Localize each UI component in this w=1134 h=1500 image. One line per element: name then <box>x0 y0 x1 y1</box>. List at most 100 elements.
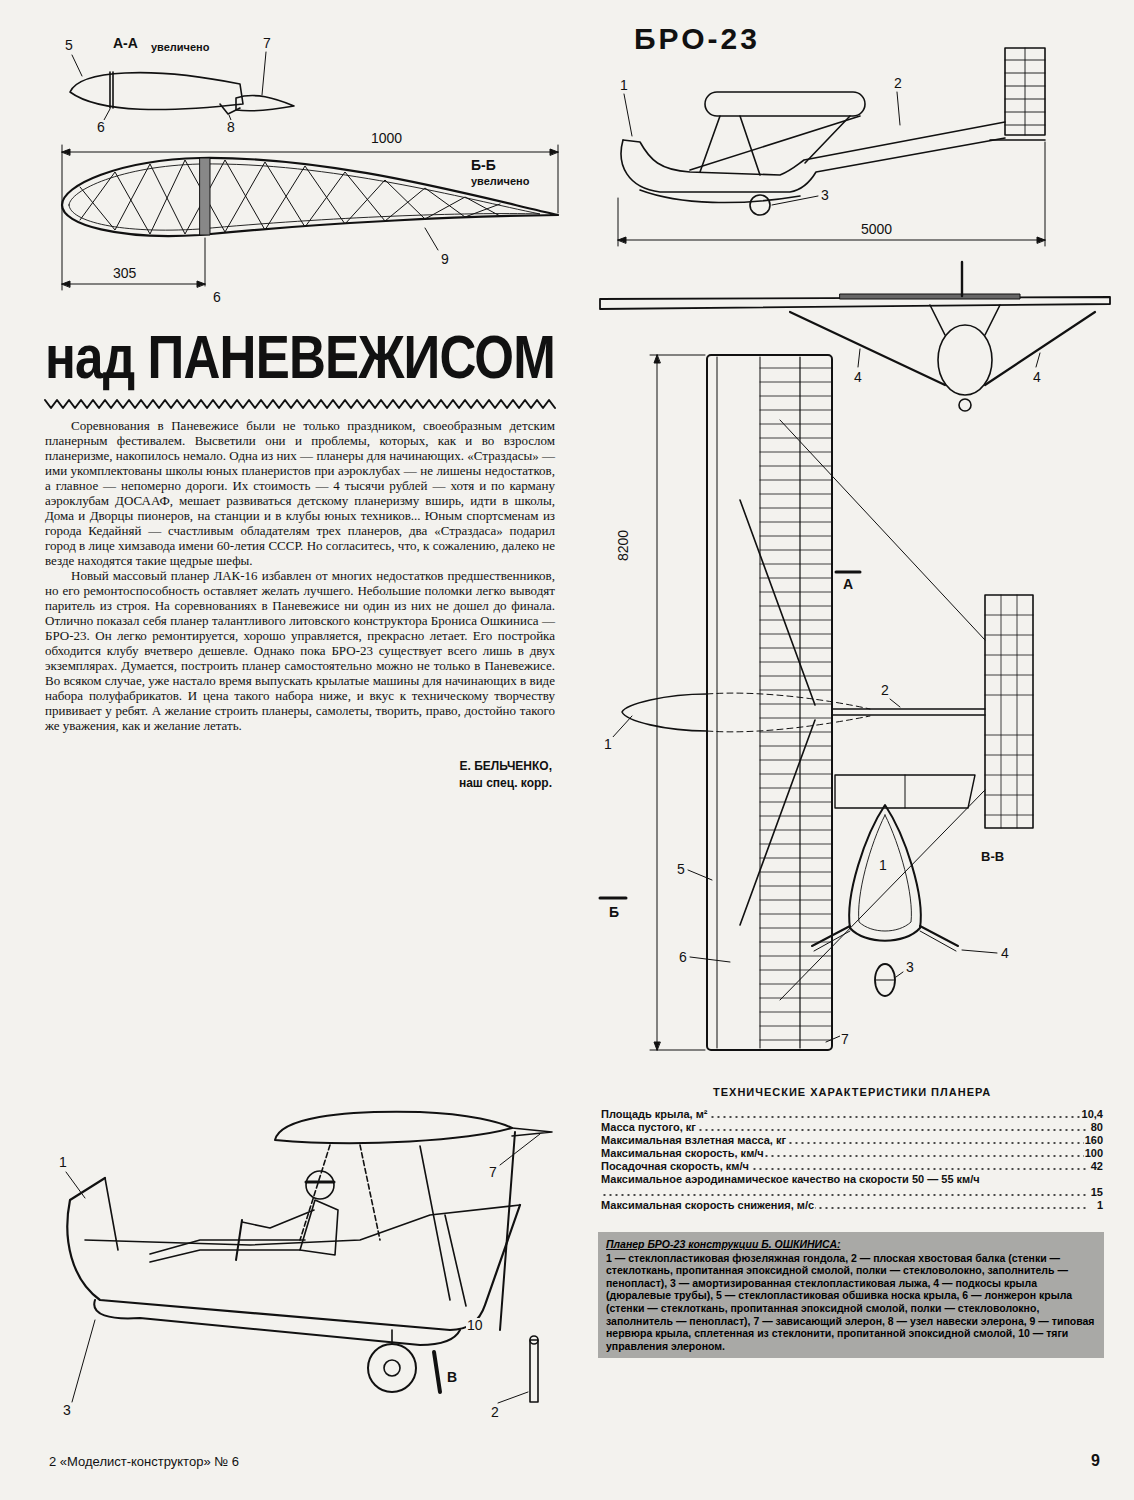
callout-number: 1 <box>603 737 613 752</box>
plan-view <box>760 816 832 817</box>
plan-view <box>985 695 1033 696</box>
cockpit-view <box>512 1128 552 1136</box>
plan-view <box>780 420 985 640</box>
cockpit-view <box>67 1178 520 1330</box>
side-view <box>1045 142 1046 246</box>
spec-value: 10,4 <box>1081 1108 1104 1120</box>
cockpit-view <box>498 1392 528 1403</box>
dimension: 8200 <box>616 529 631 562</box>
cockpit-view <box>368 1344 416 1392</box>
section-mark: В <box>446 1370 458 1385</box>
cockpit-view <box>445 1215 466 1306</box>
cockpit-view <box>420 1146 450 1300</box>
plan-view <box>985 595 1033 828</box>
cockpit-view <box>500 1132 515 1330</box>
spec-value: 80 <box>1090 1121 1104 1133</box>
callout-number: 6 <box>96 120 106 135</box>
section-label: В-В <box>980 850 1005 864</box>
front-view <box>1036 353 1040 367</box>
cockpit-view <box>275 1112 512 1144</box>
plan-view <box>760 648 832 649</box>
callout-number: 10 <box>466 1318 484 1333</box>
callout-number: 4 <box>1032 370 1042 385</box>
plan-view <box>690 957 730 962</box>
aileron-section <box>104 109 110 120</box>
callout-number: 7 <box>488 1165 498 1180</box>
plan-view <box>760 1040 832 1041</box>
callout-number: 7 <box>262 36 272 51</box>
page-number: 9 <box>1090 1452 1101 1470</box>
caption-box: Планер БРО-23 конструкции Б. ОШКИНИСА:1 … <box>598 1232 1104 1358</box>
side-view <box>621 138 1005 192</box>
spec-value: 15 <box>1090 1186 1104 1198</box>
wing-rib <box>425 228 438 250</box>
plan-view <box>760 522 832 523</box>
plan-view <box>760 578 832 579</box>
callout-number: 4 <box>853 370 863 385</box>
dimension: 1000 <box>370 131 403 146</box>
cockpit-view <box>434 1352 440 1392</box>
callout-number: 2 <box>490 1405 500 1420</box>
plan-view <box>760 424 832 425</box>
plan-view <box>760 410 832 411</box>
callout-number: 2 <box>880 683 890 698</box>
side-view <box>1005 48 1045 135</box>
fuselage-section <box>875 964 895 996</box>
plan-view <box>780 790 985 1000</box>
side-view <box>990 139 1045 141</box>
fuselage-section <box>875 980 895 981</box>
plan-view <box>740 720 815 925</box>
spec-name: Максимальная скорость, км/ч <box>600 1147 765 1159</box>
aileron-section <box>112 72 114 108</box>
side-view <box>1005 48 1045 135</box>
plan-view <box>1017 595 1018 828</box>
plan-view <box>760 1026 832 1027</box>
aileron-section <box>220 104 240 114</box>
fuselage-section <box>814 931 850 951</box>
front-view <box>840 294 1020 299</box>
section-label: Б-Б <box>470 158 497 173</box>
title-rule <box>45 400 555 408</box>
cockpit-view <box>300 1200 338 1255</box>
plan-view <box>760 760 832 761</box>
plan-view <box>985 675 1033 676</box>
page-title: над ПАНЕВЕЖИСОМ <box>45 326 555 388</box>
plan-view <box>657 355 658 1050</box>
section-mark: А <box>842 577 854 592</box>
side-view <box>1025 48 1026 135</box>
plan-view <box>985 595 1033 828</box>
cockpit-view <box>66 1172 85 1198</box>
spec-value: 42 <box>1090 1160 1104 1172</box>
plan-view <box>760 690 832 691</box>
wing-rib <box>205 238 206 286</box>
title-rule <box>45 400 555 408</box>
callout-number: 5 <box>676 862 686 877</box>
fuselage-section <box>812 926 850 946</box>
aileron-section <box>70 73 243 110</box>
plan-view <box>760 928 832 929</box>
spec-name: Площадь крыла, м² <box>600 1108 708 1120</box>
side-view <box>618 48 1045 246</box>
cockpit-view <box>384 1360 400 1376</box>
plan-view <box>650 1050 705 1051</box>
callout-number: 9 <box>440 252 450 267</box>
plan-view <box>760 732 832 733</box>
author: Е. БЕЛЬЧЕНКО, <box>458 760 553 773</box>
spec-name: Посадочная скорость, км/ч <box>600 1160 750 1172</box>
plan-view <box>760 382 832 383</box>
plan-view <box>985 775 1033 776</box>
plan-view <box>600 897 626 900</box>
side-view <box>690 116 860 170</box>
plan-view <box>836 571 860 574</box>
dimension: 5000 <box>860 222 893 237</box>
wing-rib <box>80 160 500 234</box>
article-paragraph: Соревнования в Паневежисе были не только… <box>45 418 555 568</box>
spec-name: Максимальное аэродинамическое качество н… <box>600 1173 982 1186</box>
front-view <box>858 349 860 367</box>
cockpit-view <box>242 1210 314 1228</box>
dimension: 305 <box>112 266 137 281</box>
plan-view <box>760 357 761 1048</box>
author: наш спец. корр. <box>458 777 553 790</box>
side-view <box>750 195 770 215</box>
